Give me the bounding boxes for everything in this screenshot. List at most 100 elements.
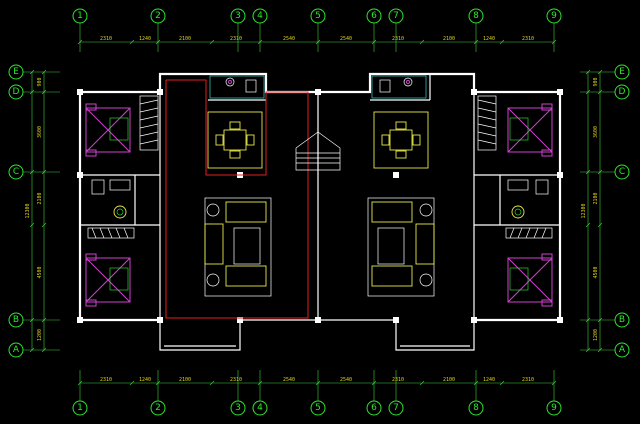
axis-marker-6: 6: [366, 370, 382, 416]
axis-label: 2: [155, 11, 161, 21]
axis-marker-C: C: [8, 164, 60, 180]
axis-marker-B: B: [580, 312, 630, 328]
dimension-total: 12300: [25, 203, 31, 218]
axis-label: B: [619, 315, 625, 325]
axis-label: D: [619, 87, 626, 97]
dimension-value: 2310: [392, 377, 404, 383]
sofa-set-right: [367, 197, 435, 297]
axis-marker-C: C: [580, 164, 630, 180]
dimension-string-right_segments: 900 3600 2100 4500 1200 12300: [581, 69, 603, 353]
dimension-value: 2310: [522, 377, 534, 383]
bathroom-right: [507, 179, 549, 219]
axis-marker-8: 8: [468, 8, 484, 52]
dimension-value: 1240: [483, 36, 495, 42]
dimension-value: 2100: [179, 377, 191, 383]
dimension-string-bottom: 2310 1240 2100 2310 2540 2540 2310 2100 1240 2310: [77, 377, 557, 386]
axis-marker-3: 3: [230, 8, 246, 52]
dimension-value: 1200: [37, 329, 43, 341]
axis-label: A: [13, 345, 20, 355]
axis-label: 1: [77, 403, 83, 413]
axis-label: D: [13, 87, 20, 97]
axis-label: 3: [235, 403, 241, 413]
interior-walls: [80, 74, 560, 320]
axis-marker-2: 2: [150, 370, 166, 416]
dimension-value: 2100: [443, 36, 455, 42]
dimension-value: 2540: [340, 377, 352, 383]
dimension-value: 1200: [593, 329, 599, 341]
axis-marker-E: E: [8, 64, 60, 80]
structural-columns: [77, 89, 563, 323]
axis-label: E: [619, 67, 625, 77]
dimension-value: 2100: [593, 192, 599, 204]
axis-marker-A: A: [8, 342, 60, 358]
axis-label: 2: [155, 403, 161, 413]
dimension-value: 2540: [283, 36, 295, 42]
axis-label: 5: [315, 403, 321, 413]
axis-marker-D: D: [8, 84, 60, 100]
dimension-value: 2310: [100, 377, 112, 383]
axis-label: 5: [315, 11, 321, 21]
axis-label: 7: [393, 403, 399, 413]
axis-label: A: [619, 345, 626, 355]
axis-label: C: [619, 167, 625, 177]
dining-set-right: [373, 111, 429, 169]
dimension-value: 1240: [483, 377, 495, 383]
axis-label: 6: [371, 11, 377, 21]
axis-marker-1: 1: [72, 8, 88, 52]
exterior-walls: [78, 72, 562, 351]
bed-bottom-left: [85, 253, 131, 307]
dimension-value: 3600: [593, 126, 599, 138]
kitchen-left: [209, 75, 265, 99]
bed-top-left: [85, 103, 131, 157]
dining-set-left: [207, 111, 263, 169]
dimension-value: 2100: [179, 36, 191, 42]
axis-marker-5: 5: [310, 8, 326, 52]
dimension-value: 2310: [522, 36, 534, 42]
dimension-value: 1240: [139, 377, 151, 383]
bathroom-left: [91, 179, 131, 219]
dimension-value: 900: [593, 77, 599, 86]
closet-right-bottom: [505, 227, 553, 239]
axis-marker-E: E: [580, 64, 630, 80]
axis-marker-6: 6: [366, 8, 382, 52]
dimension-value: 1240: [139, 36, 151, 42]
dimension-value: 3600: [37, 126, 43, 138]
axis-marker-9: 9: [546, 8, 562, 52]
sofa-set-left: [204, 197, 272, 297]
dimension-value: 2100: [443, 377, 455, 383]
axis-label: 3: [235, 11, 241, 21]
dimension-value: 2310: [392, 36, 404, 42]
dimension-value: 4500: [593, 266, 599, 278]
dimension-value: 2310: [230, 36, 242, 42]
axis-marker-5: 5: [310, 370, 326, 416]
dimension-string-left_segments: 900 3600 2100 4500 1200 12300: [25, 69, 47, 353]
dimension-value: 2540: [283, 377, 295, 383]
bed-top-right: [507, 103, 553, 157]
axis-label: B: [13, 315, 19, 325]
wardrobe-right: [477, 95, 497, 151]
closet-left-bottom: [87, 227, 135, 239]
dimension-value: 2100: [37, 192, 43, 204]
dimension-value: 2310: [230, 377, 242, 383]
dimension-value: 4500: [37, 266, 43, 278]
axis-marker-2: 2: [150, 8, 166, 52]
dimension-value: 900: [37, 77, 43, 86]
kitchen-right: [371, 75, 427, 99]
axis-marker-9: 9: [546, 370, 562, 416]
axis-label: 4: [257, 11, 263, 21]
axis-marker-4: 4: [252, 370, 268, 416]
axis-label: C: [13, 167, 19, 177]
wardrobe-left: [139, 95, 159, 151]
axis-label: E: [13, 67, 19, 77]
axis-label: 7: [393, 11, 399, 21]
axis-marker-1: 1: [72, 370, 88, 416]
dimension-value: 2540: [340, 36, 352, 42]
axis-marker-7: 7: [388, 8, 404, 52]
axis-label: 8: [473, 11, 479, 21]
axis-label: 6: [371, 403, 377, 413]
dimension-total: 12300: [581, 203, 587, 218]
